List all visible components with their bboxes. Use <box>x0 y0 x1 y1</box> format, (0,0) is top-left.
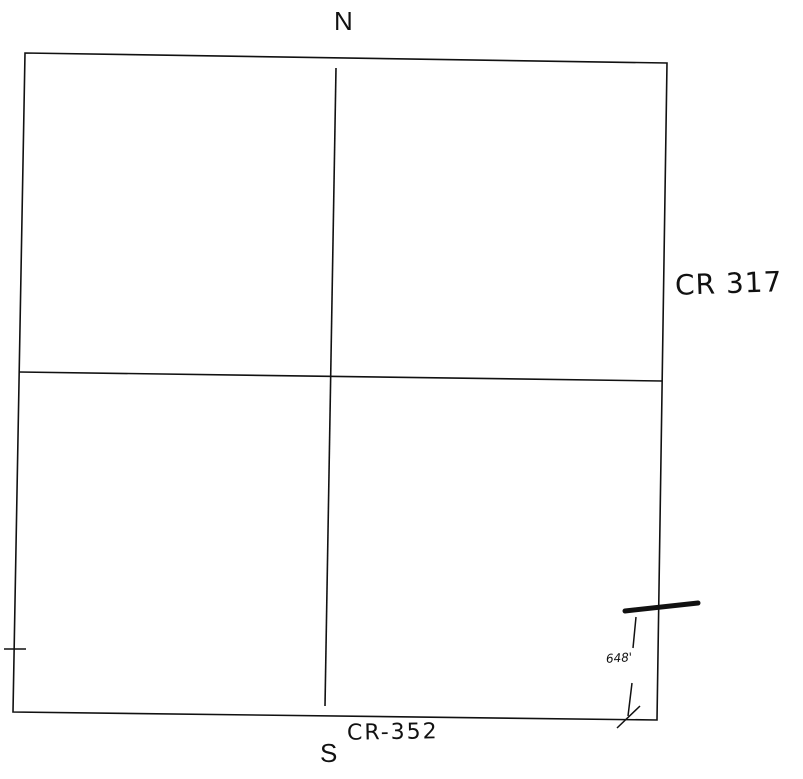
north-label: N <box>334 6 353 36</box>
dimension-end-tick <box>616 705 641 729</box>
access-point-marker <box>622 600 701 614</box>
south-label: S <box>320 738 338 768</box>
section-boundary <box>12 52 668 721</box>
quarter-line-horizontal <box>18 371 663 382</box>
distance-dimension-line <box>627 616 637 717</box>
south-road-label: CR-352 <box>346 719 439 746</box>
distance-label: 648' <box>605 650 633 666</box>
east-road-label: CR 317 <box>674 265 783 302</box>
quarter-line-vertical <box>324 67 337 707</box>
